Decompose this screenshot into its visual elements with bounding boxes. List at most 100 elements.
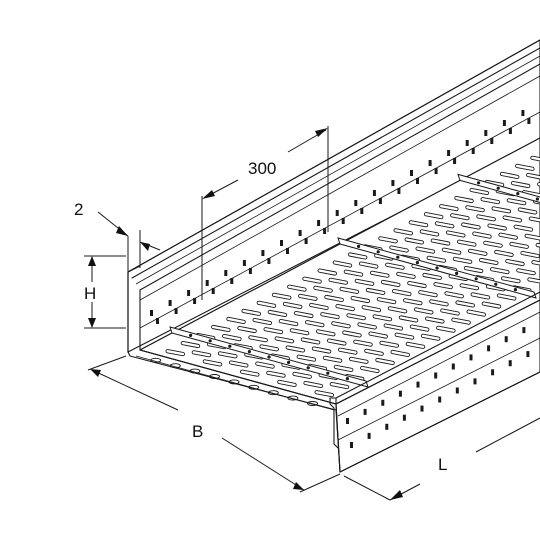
wall-slot (323, 228, 327, 234)
floor-slot-inner (347, 314, 365, 320)
floor-slot-inner (379, 237, 397, 243)
floor-slot-inner (227, 317, 245, 324)
floor-slot-inner (531, 156, 540, 161)
rib-hole (228, 344, 232, 348)
floor-slot-inner (516, 164, 534, 171)
floor-slot-inner (384, 324, 403, 330)
rib-hole (376, 250, 380, 254)
rib-hole (435, 266, 439, 270)
wall-slot (526, 351, 530, 358)
wall-slot (398, 390, 402, 397)
floor-slot-inner (442, 248, 461, 254)
floor-slot-inner (301, 338, 320, 344)
wall-slot (372, 190, 376, 196)
wall-slot (363, 408, 367, 415)
floor-slot-inner (334, 365, 353, 372)
wall-slot (304, 238, 308, 244)
wall-slot (473, 378, 477, 385)
floor-slot-inner (424, 212, 443, 219)
rib-hole (455, 271, 459, 275)
floor-slot-inner (314, 286, 332, 292)
floor-slot-inner (388, 307, 407, 313)
rib-hole (516, 192, 520, 196)
wall-slot (341, 218, 345, 224)
floor-slot-inner (477, 215, 495, 221)
floor-slot-inner (275, 337, 294, 343)
rib-hole (396, 255, 400, 259)
rib-hole (357, 244, 361, 248)
floor-slot-inner (288, 285, 306, 291)
floor-slot-inner (392, 289, 411, 296)
rib-hole (326, 371, 330, 375)
wall-slot (378, 198, 382, 204)
floor-slot-inner (329, 278, 348, 284)
wall-slot (522, 327, 526, 334)
wall-slot (491, 369, 495, 376)
floor-slot-inner (242, 309, 261, 315)
wall-slot (205, 280, 209, 286)
floor-slot-inner (312, 347, 331, 353)
wall-slot (502, 120, 506, 126)
wall-slot (211, 288, 215, 294)
floor-slot-inner (211, 325, 230, 332)
floor-slot-inner (495, 250, 513, 257)
wall-slot (298, 230, 302, 236)
floor-slot-inner (386, 263, 404, 269)
floor-slot-inner (325, 295, 343, 302)
floor-slot-inner (409, 221, 428, 227)
floor-slot-inner (517, 269, 535, 275)
wall-slot (434, 372, 438, 379)
floor-slot-inner (453, 257, 472, 263)
floor-slot-inner (408, 281, 426, 288)
wall-slot (224, 270, 228, 276)
wall-slot (174, 308, 178, 314)
wall-slot (527, 118, 531, 124)
floor-slot-inner (485, 180, 504, 187)
wall-slot (267, 258, 271, 264)
floor-slot-inner (488, 224, 506, 230)
floor-slot-inner (260, 345, 278, 351)
wall-slot (280, 240, 283, 246)
wall-slot (453, 158, 457, 164)
rib-hole (535, 197, 540, 201)
floor-slot-inner (434, 283, 452, 289)
floor-slot-inner (521, 251, 539, 258)
floor-slot-inner (514, 225, 533, 231)
wall-slot (410, 170, 413, 176)
floor-slot-inner (249, 336, 267, 342)
floor-slot-inner (316, 330, 335, 336)
floor-slot-inner (272, 293, 291, 299)
wall-slot (381, 399, 385, 406)
rib-hole (496, 186, 500, 190)
floor-slot-inner (340, 287, 359, 293)
floor-slot-inner (283, 302, 302, 309)
floor-slot-inner (279, 319, 298, 326)
floor-slot-inner (414, 308, 433, 314)
floor-slot-inner (332, 322, 350, 328)
wall-slot (230, 278, 234, 284)
floor-slot-inner (528, 278, 540, 283)
wall-slot (487, 345, 491, 352)
floor-slot-inner (506, 259, 524, 266)
floor-slot-inner (333, 261, 352, 267)
floor-slot-inner (464, 266, 483, 273)
floor-slot-inner (349, 357, 368, 363)
dimension-label-spacing: 300 (248, 159, 276, 178)
floor-slot-inner (525, 234, 540, 240)
floor-slot-inner (440, 204, 458, 211)
wall-slot (402, 414, 406, 421)
dimension-label-thickness: 2 (74, 200, 83, 219)
wall-slot (521, 110, 525, 116)
rib-hole (477, 181, 481, 185)
wall-slot (242, 260, 246, 266)
floor-slot-inner (303, 277, 321, 283)
wall-slot (335, 210, 339, 216)
wall-slot (471, 148, 475, 154)
floor-slot-inner (486, 285, 505, 291)
floor-slot-inner (451, 214, 469, 220)
rib-hole (474, 277, 478, 281)
floor-slot-inner (257, 301, 276, 307)
floor-slot-inner (256, 362, 274, 368)
floor-slot-inner (361, 366, 379, 373)
